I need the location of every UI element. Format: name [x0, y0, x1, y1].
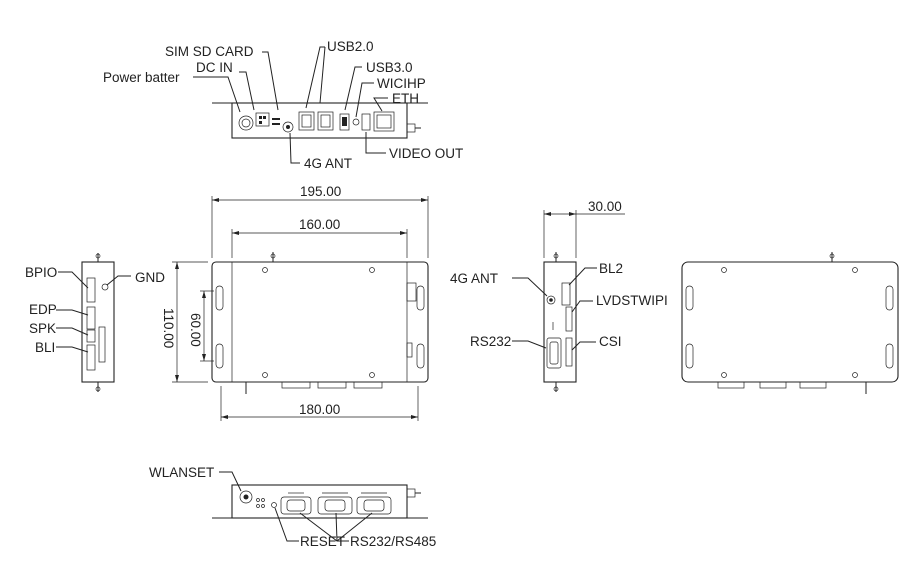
db9-connector-1 [280, 492, 312, 515]
label-dc-in: DC IN [196, 60, 233, 75]
label-rs232: RS232 [470, 334, 511, 349]
dim-height-inner: 60.00 [188, 313, 203, 347]
dim-depth: 30.00 [588, 199, 622, 214]
db9-connector-2 [317, 492, 353, 515]
bottom-view-callouts [219, 471, 373, 542]
label-sim-sd-card: SIM SD CARD [165, 44, 254, 59]
left-view-callouts [56, 271, 131, 353]
dim-width-bottom: 180.00 [299, 402, 340, 417]
label-bl2: BL2 [599, 261, 623, 276]
label-rs232-rs485: RS232/RS485 [350, 534, 436, 549]
dim-height-total: 110.00 [161, 308, 176, 348]
label-wlanset: WLANSET [149, 465, 214, 480]
label-bli: BLI [35, 340, 55, 355]
label-power-batter: Power batter [103, 70, 180, 85]
label-spk: SPK [29, 321, 56, 336]
rear-view [681, 252, 899, 394]
label-eth: ETH [392, 91, 419, 106]
label-wicihp: WICIHP [377, 76, 426, 91]
label-edp: EDP [29, 302, 57, 317]
dim-width-total: 195.00 [300, 184, 341, 199]
db9-connector-3 [356, 492, 392, 515]
top-view-callouts [193, 46, 388, 164]
label-usb30: USB3.0 [366, 60, 413, 75]
label-usb20: USB2.0 [327, 39, 374, 54]
label-gnd: GND [135, 270, 165, 285]
label-4g-ant-top: 4G ANT [304, 156, 352, 171]
dim-width-inner: 160.00 [299, 217, 340, 232]
label-video-out: VIDEO OUT [389, 146, 463, 161]
label-reset: RESET [300, 534, 345, 549]
label-lvdstwipi: LVDSTWIPI [596, 293, 668, 308]
main-front-view [211, 252, 429, 394]
label-csi: CSI [599, 334, 622, 349]
label-bpio: BPIO [25, 265, 57, 280]
bottom-connector-view [212, 484, 428, 519]
label-4g-ant-right: 4G ANT [450, 271, 498, 286]
depth-dimension [543, 210, 625, 258]
right-view-callouts [512, 267, 597, 351]
dimension-lines [172, 196, 429, 421]
top-connector-view [212, 102, 428, 139]
right-side-view [543, 252, 577, 392]
left-side-view [81, 253, 115, 392]
